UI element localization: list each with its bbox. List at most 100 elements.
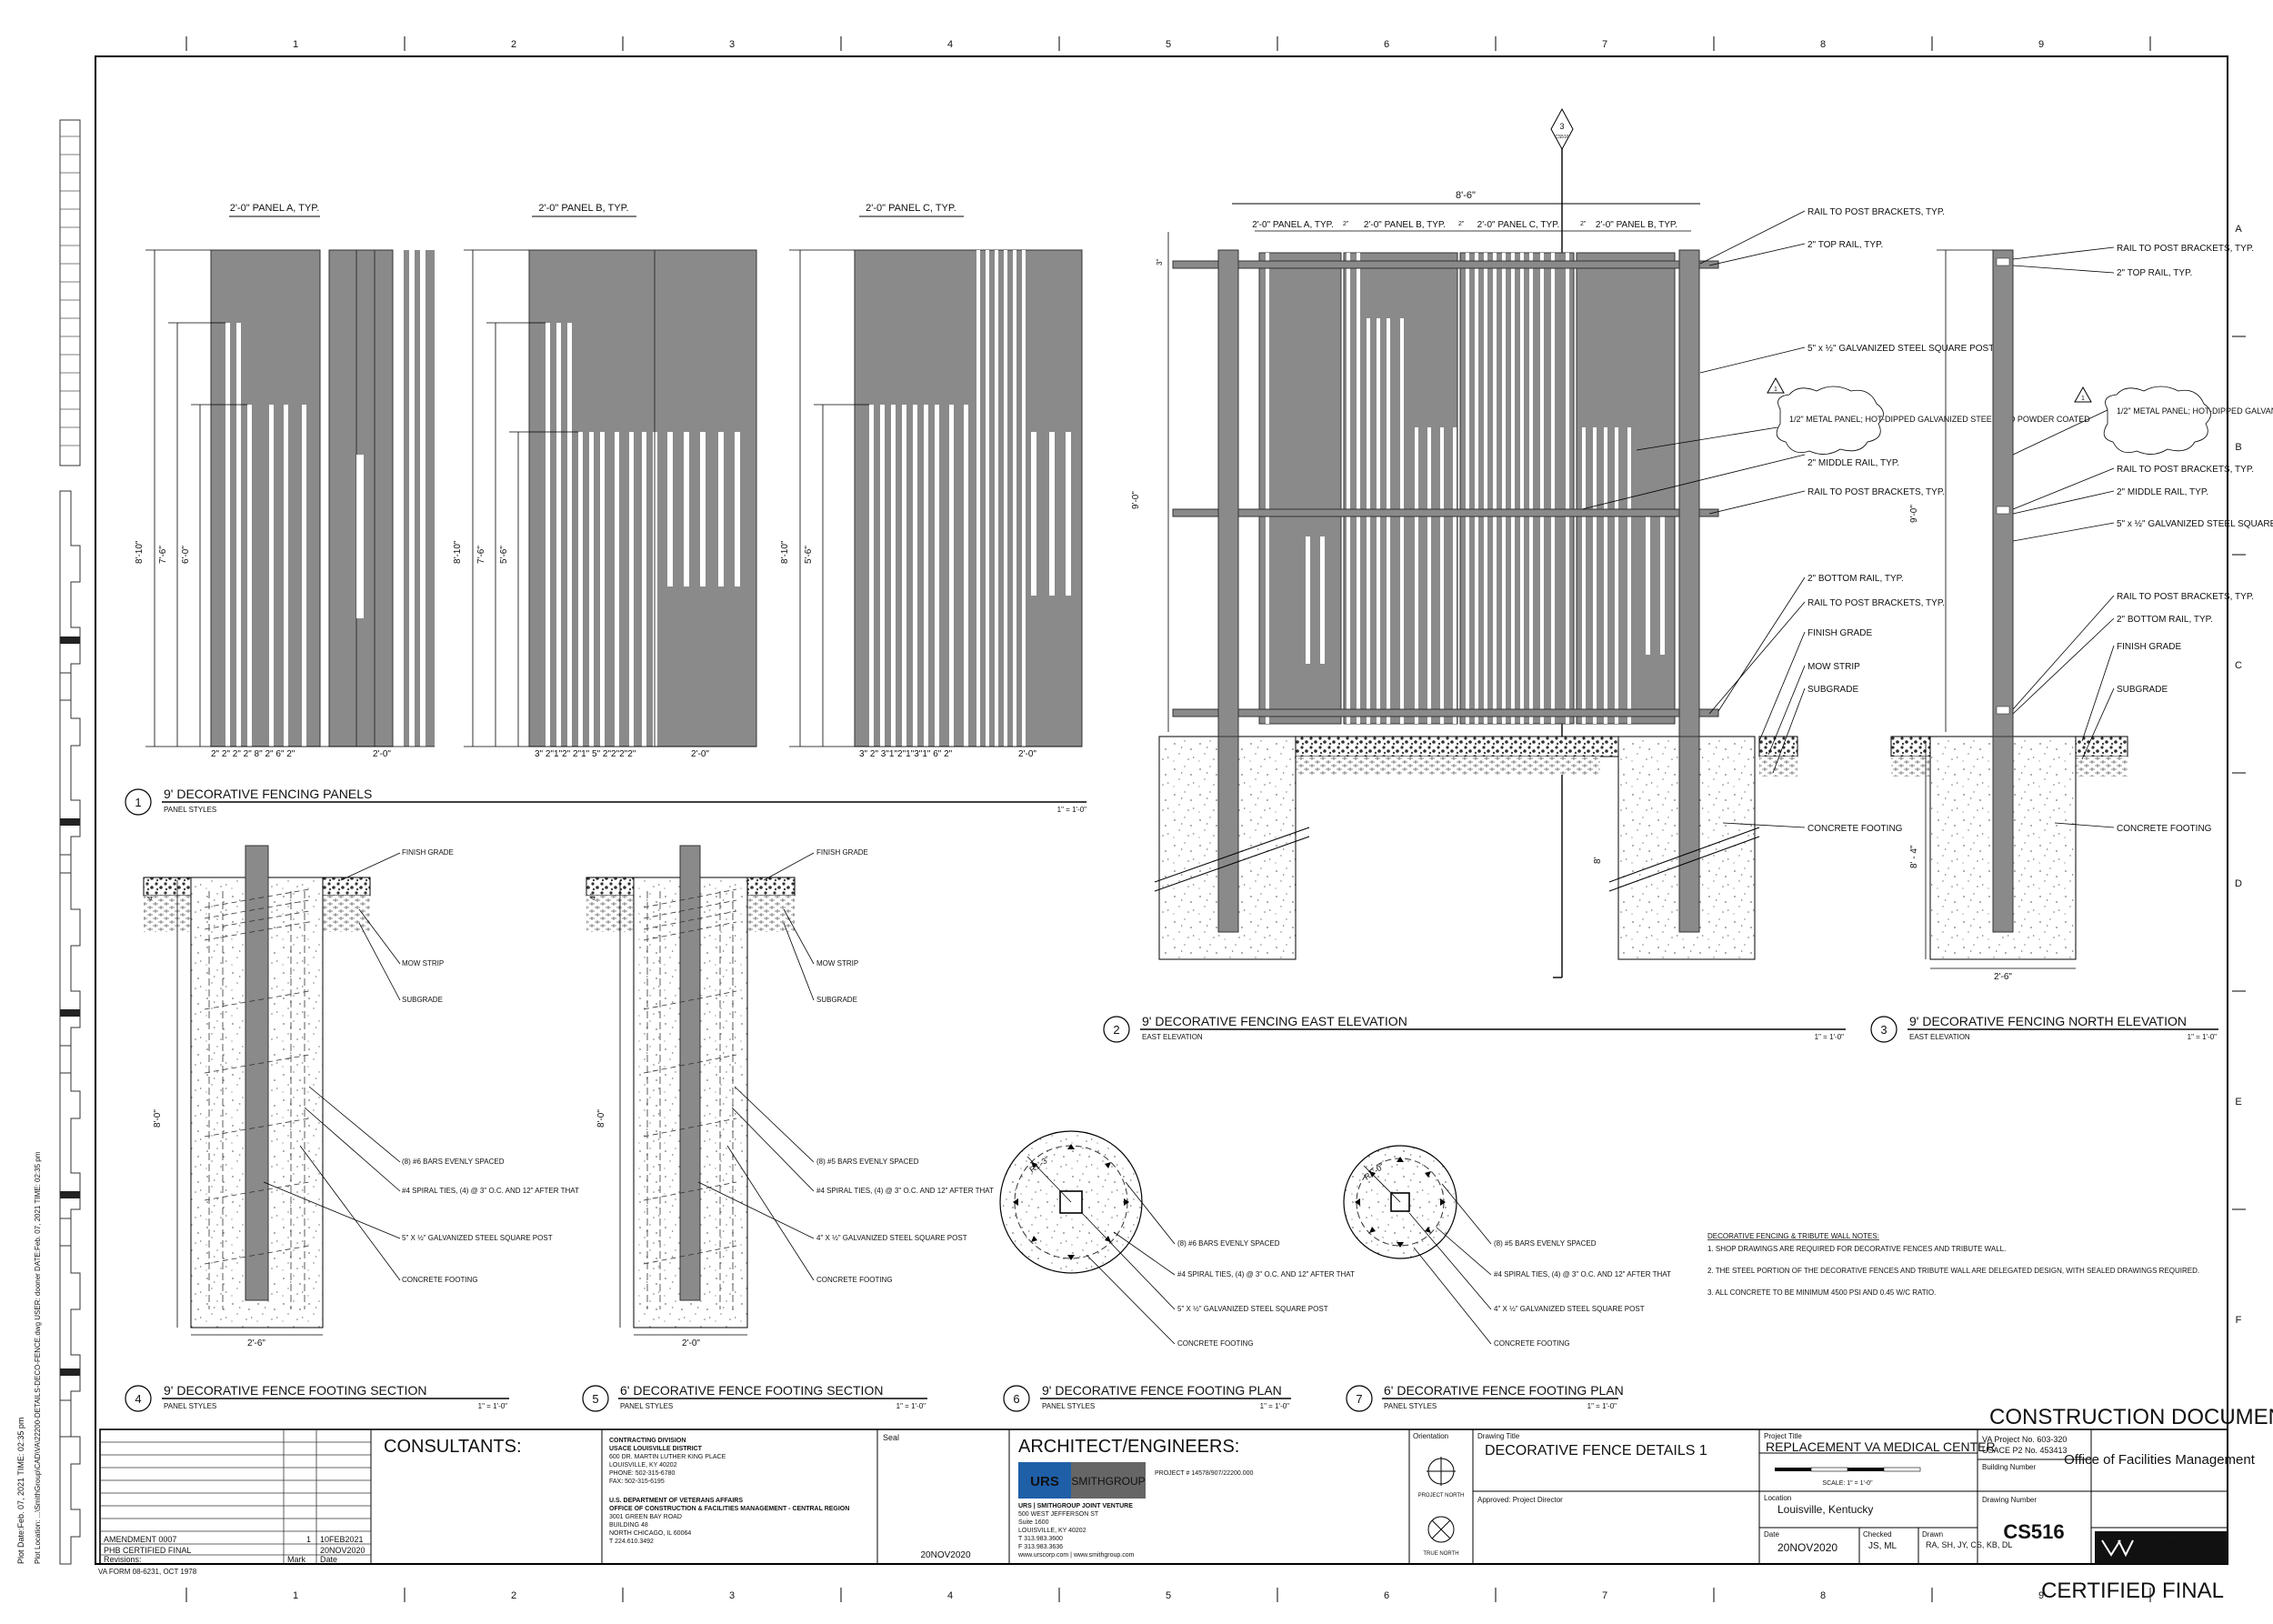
svg-text:T 313.983.3600: T 313.983.3600 [1018, 1536, 1063, 1542]
panel-a-label: 2'-0" PANEL A, TYP. [230, 203, 320, 214]
building-number-label: Building Number [1982, 1463, 2036, 1471]
svg-text:Suite 1600: Suite 1600 [1018, 1519, 1049, 1526]
grid-col-label: 7 [1602, 39, 1607, 50]
detail-6-title: 9' DECORATIVE FENCE FOOTING PLAN [1042, 1383, 1282, 1398]
callout: 2" BOTTOM RAIL, TYP. [2117, 615, 2213, 625]
checked: JS, ML [1868, 1541, 1898, 1551]
grid-col-label: 5 [1166, 39, 1171, 50]
dim-b-h2: 7'-6" [476, 546, 486, 564]
detail-6-number: 6 [1013, 1392, 1019, 1406]
grid-row-label: A [2235, 224, 2242, 235]
seal-label: Seal [883, 1433, 899, 1442]
callout: SUBGRADE [402, 996, 443, 1004]
callout: RAIL TO POST BRACKETS, TYP. [2117, 592, 2254, 602]
callout: 4" X ½" GALVANIZED STEEL SQUARE POST [816, 1234, 967, 1242]
detail-5-number: 5 [592, 1392, 598, 1406]
contracting-info: CONTRACTING DIVISION USACE LOUISVILLE DI… [609, 1438, 849, 1545]
detail-1-title: 9' DECORATIVE FENCING PANELS [164, 787, 372, 801]
revisions-header: Revisions: [104, 1555, 142, 1564]
scale-bar [1775, 1467, 1921, 1472]
svg-text:OFFICE OF CONSTRUCTION & FACIL: OFFICE OF CONSTRUCTION & FACILITIES MANA… [609, 1506, 849, 1512]
detail-4-title: 9' DECORATIVE FENCE FOOTING SECTION [164, 1383, 426, 1398]
detail-1-scale: 1" = 1'-0" [1057, 806, 1086, 814]
detail-2-east-elevation: 8'-6" 2'-0" PANEL A, TYP. 2'-0" PANEL B,… [1103, 107, 2090, 1043]
detail-4-number: 4 [135, 1392, 141, 1406]
callout: CONCRETE FOOTING [402, 1276, 478, 1284]
detail-5-title: 6' DECORATIVE FENCE FOOTING SECTION [620, 1383, 883, 1398]
va-logo-line1: Department of [2153, 1539, 2211, 1549]
grid-ticks [185, 36, 2246, 1602]
d5-depth: 8'-0" [596, 1109, 606, 1128]
svg-text:www.urscorp.com | www.smithgro: www.urscorp.com | www.smithgroup.com [1017, 1552, 1135, 1559]
detail-7-subtitle: PANEL STYLES [1384, 1402, 1437, 1410]
small-dim: 2" [1343, 221, 1349, 227]
callout: 2" MIDDLE RAIL, TYP. [1807, 458, 1899, 468]
svg-text:LOUISVILLE, KY 40202: LOUISVILLE, KY 40202 [609, 1462, 677, 1469]
dim-b-width: 2'-0" [691, 749, 709, 759]
svg-text:T 224.610.3492: T 224.610.3492 [609, 1539, 654, 1545]
usace: USACE P2 No. 453413 [1982, 1446, 2068, 1455]
grid-col-label: 8 [1820, 39, 1826, 50]
dim-c-width: 2'-0" [1018, 749, 1036, 759]
detail-7-number: 7 [1356, 1392, 1362, 1406]
certified-final: CERTIFIED FINAL [2041, 1579, 2224, 1603]
revision-mark: 1 [1774, 386, 1777, 393]
svg-text:600 DR. MARTIN LUTHER KING PLA: 600 DR. MARTIN LUTHER KING PLACE [609, 1454, 726, 1460]
callout: MOW STRIP [402, 959, 444, 967]
detail-5-scale: 1" = 1'-0" [896, 1402, 926, 1410]
svg-text:PHONE: 502-315-6780: PHONE: 502-315-6780 [609, 1470, 675, 1477]
detail-1-panels: 2'-0" PANEL A, TYP. 8'-10" 7'-6" 6'-0" 2… [125, 203, 1086, 816]
top-dim: 3" [1156, 259, 1164, 266]
detail-3-number: 3 [1880, 1023, 1887, 1037]
dim-a-h2: 7'-6" [158, 546, 168, 564]
callout: (8) #5 BARS EVENLY SPACED [1494, 1239, 1597, 1248]
panel-b-label: 2'-0" PANEL B, TYP. [538, 203, 628, 214]
svg-text:URS | SMITHGROUP JOINT VENTURE: URS | SMITHGROUP JOINT VENTURE [1018, 1503, 1133, 1509]
dim-a-width: 2'-0" [373, 749, 391, 759]
callout: CONCRETE FOOTING [2117, 824, 2212, 834]
detail-1-subtitle: PANEL STYLES [164, 806, 216, 814]
project-title: REPLACEMENT VA MEDICAL CENTER [1766, 1439, 1996, 1454]
callout: FINISH GRADE [816, 848, 868, 857]
file-info: Plot Location: ...\SmithGroup\CAD\VA\222… [34, 1151, 42, 1564]
detail-7-footing-plan: R1'-0" (8) #5 BARS EVENLY SPACED #4 SPIR… [1343, 1145, 1671, 1412]
detail-4-subtitle: PANEL STYLES [164, 1402, 216, 1410]
callout: 1/2" METAL PANEL; HOT-DIPPED GALVANIZED … [1789, 415, 2090, 424]
d3-height-dim: 9'-0" [1909, 505, 1919, 523]
grid-col-label: 9 [2038, 39, 2044, 50]
grid-row-label: C [2235, 660, 2242, 671]
revision-mark: 1 [306, 1535, 311, 1544]
jv-info: URS | SMITHGROUP JOINT VENTURE 500 WEST … [1017, 1503, 1135, 1559]
callout: 1/2" METAL PANEL; HOT-DIPPED GALVANIZED … [2117, 406, 2273, 416]
elev-panel-label: 2'-0" PANEL B, TYP. [1596, 220, 1677, 230]
grid-col-label: 2 [511, 1590, 516, 1601]
true-north-label: TRUE NORTH [1423, 1551, 1458, 1557]
dim-a-bottom: 2" 2" 2" 2" 8" 2" 6" 2" [211, 749, 295, 759]
callout: #4 SPIRAL TIES, (4) @ 3" O.C. AND 12" AF… [402, 1187, 579, 1195]
callout: RAIL TO POST BRACKETS, TYP. [2117, 244, 2254, 254]
svg-text:U.S. DEPARTMENT OF VETERANS AF: U.S. DEPARTMENT OF VETERANS AFFAIRS [609, 1498, 743, 1504]
revision-mark: 1 [2081, 396, 2085, 402]
grid-col-label: 3 [729, 39, 735, 50]
detail-6-footing-plan: R1'-3" (8) #6 BARS EVENLY SPACED #4 SPIR… [999, 1130, 1355, 1412]
notes-heading: DECORATIVE FENCING & TRIBUTE WALL NOTES: [1707, 1232, 1879, 1240]
callout: #4 SPIRAL TIES, (4) @ 3" O.C. AND 12" AF… [816, 1187, 994, 1195]
callout: 5" x ½" GALVANIZED STEEL SQUARE POST [1807, 344, 1994, 354]
drawing-number-label: Drawing Number [1982, 1496, 2037, 1504]
revision-date: 10FEB2021 [320, 1535, 364, 1544]
svg-text:BUILDING 48: BUILDING 48 [609, 1522, 648, 1529]
architect-label: ARCHITECT/ENGINEERS: [1018, 1437, 1239, 1457]
callout: MOW STRIP [816, 959, 858, 967]
date-label: Date [1764, 1530, 1779, 1539]
callout: MOW STRIP [1807, 662, 1860, 672]
grid-col-label: 9 [2038, 1590, 2044, 1601]
revision-label: PHB CERTIFIED FINAL [104, 1546, 191, 1555]
consultants-label: CONSULTANTS: [384, 1437, 522, 1457]
va-form: VA FORM 08-6231, OCT 1978 [98, 1568, 197, 1576]
callout: (8) #6 BARS EVENLY SPACED [402, 1158, 505, 1166]
svg-text:LOUISVILLE, KY 40202: LOUISVILLE, KY 40202 [1018, 1528, 1086, 1534]
urs-logo [1018, 1462, 1071, 1499]
callout: SUBGRADE [1807, 685, 1858, 695]
callout: #4 SPIRAL TIES, (4) @ 3" O.C. AND 12" AF… [1494, 1270, 1671, 1278]
